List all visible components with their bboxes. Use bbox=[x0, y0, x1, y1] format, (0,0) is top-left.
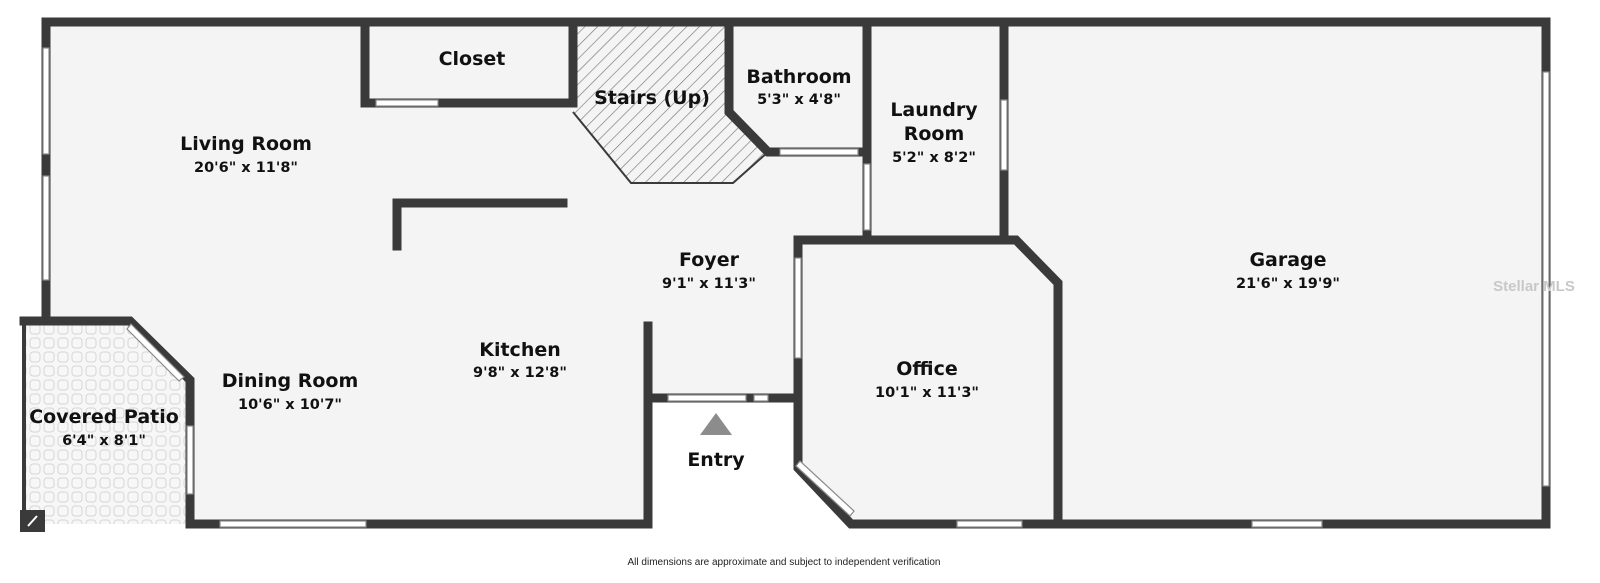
kitchen-name: Kitchen bbox=[479, 339, 561, 361]
compass-marker-icon bbox=[20, 510, 45, 532]
office-dims: 10'1" x 11'3" bbox=[875, 385, 979, 401]
office-name: Office bbox=[896, 358, 958, 380]
stairs-name: Stairs (Up) bbox=[594, 87, 710, 109]
covered-patio-dims: 6'4" x 8'1" bbox=[62, 433, 146, 449]
closet-name: Closet bbox=[439, 48, 506, 70]
laundry-room-name-line2: Room bbox=[904, 123, 965, 145]
bathroom-name: Bathroom bbox=[746, 66, 851, 88]
living-room-name: Living Room bbox=[180, 133, 312, 155]
covered-patio-name: Covered Patio bbox=[29, 406, 179, 428]
watermark: Stellar MLS bbox=[1493, 278, 1575, 295]
kitchen-dims: 9'8" x 12'8" bbox=[473, 365, 567, 381]
dining-room-name: Dining Room bbox=[222, 370, 359, 392]
entry-name: Entry bbox=[687, 449, 745, 471]
windows bbox=[42, 47, 1550, 528]
dining-room-dims: 10'6" x 10'7" bbox=[238, 397, 342, 413]
laundry-room-dims: 5'2" x 8'2" bbox=[892, 150, 976, 166]
foyer-dims: 9'1" x 11'3" bbox=[662, 276, 756, 292]
living-room-dims: 20'6" x 11'8" bbox=[194, 160, 298, 176]
foyer-name: Foyer bbox=[679, 249, 740, 271]
bathroom-dims: 5'3" x 4'8" bbox=[757, 92, 841, 108]
stairs-outline bbox=[572, 111, 769, 184]
disclaimer: All dimensions are approximate and subje… bbox=[628, 557, 941, 568]
entry-arrow-icon bbox=[700, 413, 732, 435]
stairs-hatch bbox=[573, 22, 768, 183]
garage-name: Garage bbox=[1249, 249, 1326, 271]
covered-patio-floor bbox=[24, 321, 190, 524]
laundry-room-name-line1: Laundry bbox=[890, 99, 978, 121]
garage-dims: 21'6" x 19'9" bbox=[1236, 276, 1340, 292]
